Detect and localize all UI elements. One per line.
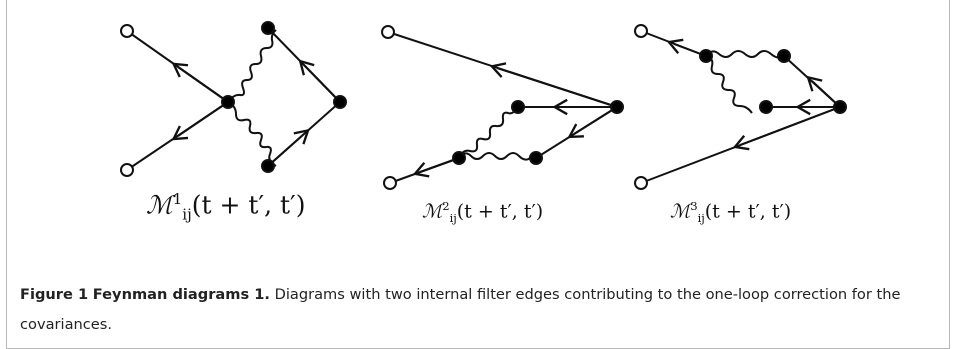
diagram-1: [120, 21, 347, 177]
internal-vertex: [333, 95, 347, 109]
internal-vertex: [759, 100, 773, 114]
internal-vertex: [833, 100, 847, 114]
arrow-lower-external: [171, 101, 229, 141]
internal-vertex: [261, 159, 275, 173]
wavy-lower: [458, 152, 531, 161]
wavy-upper: [227, 29, 277, 103]
external-vertex: [634, 176, 648, 190]
wavy-upper: [458, 106, 519, 159]
arrow-lower-external: [732, 106, 841, 151]
external-vertex: [383, 176, 397, 190]
internal-vertex: [529, 151, 543, 165]
diagram-2: [381, 25, 624, 190]
arrow-loop-upper: [298, 59, 341, 103]
figure-caption: Figure 1 Feynman diagrams 1. Diagrams wi…: [20, 280, 920, 340]
wavy-upper: [705, 50, 785, 59]
wavy-lower: [705, 55, 753, 114]
diagram-2-label: ℳ2ij(t + t′, t′): [422, 199, 544, 226]
wavy-lower: [227, 101, 277, 167]
figure-label: Figure 1: [20, 286, 89, 303]
external-vertex: [120, 163, 134, 177]
figure-title: Feynman diagrams 1.: [92, 286, 270, 303]
internal-vertex: [699, 49, 713, 63]
feynman-diagrams: [120, 21, 847, 190]
arrow-inner-lower: [567, 106, 618, 139]
diagram-3: [634, 24, 847, 190]
arrow-upper-external: [171, 62, 229, 103]
arrow-upper-external: [489, 62, 618, 108]
caption-text: Diagrams with two internal filter edges …: [20, 286, 901, 333]
internal-vertex: [777, 49, 791, 63]
internal-vertex: [511, 100, 525, 114]
external-vertex: [120, 24, 134, 38]
internal-vertex: [610, 100, 624, 114]
external-vertex: [634, 24, 648, 38]
diagram-3-label: ℳ3ij(t + t′, t′): [670, 199, 792, 226]
arrow-loop-lower: [267, 128, 310, 167]
diagram-1-label: ℳ1ij(t + t′, t′): [146, 190, 306, 224]
internal-vertex: [221, 95, 235, 109]
internal-vertex: [261, 21, 275, 35]
internal-vertex: [452, 151, 466, 165]
external-vertex: [381, 25, 395, 39]
